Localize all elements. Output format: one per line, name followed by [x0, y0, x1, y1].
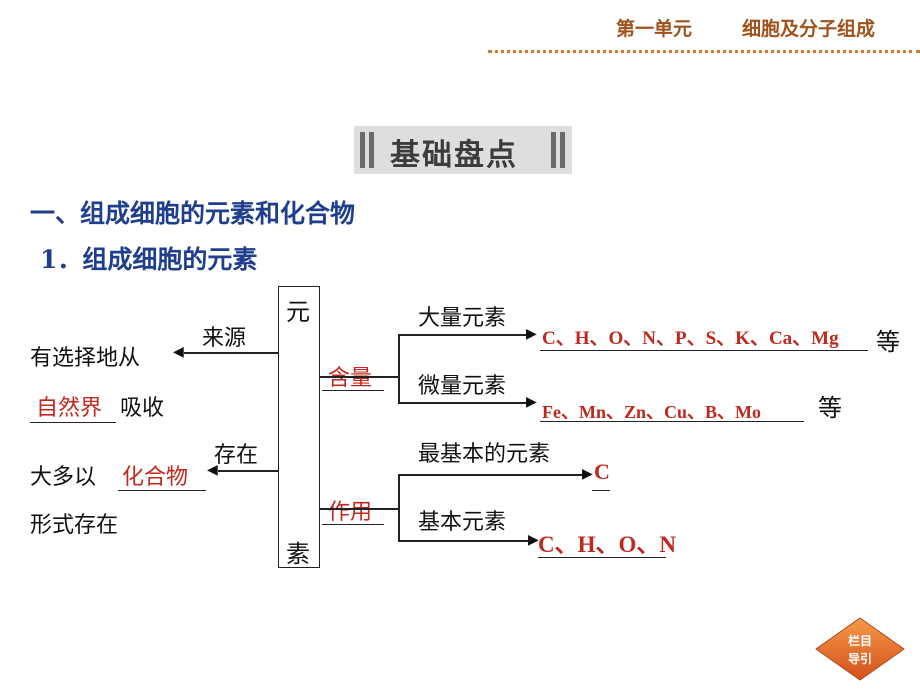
exist-answer: 化合物: [122, 465, 189, 490]
exist-arrow-line: [218, 470, 278, 472]
exist-answer-underline: [118, 490, 206, 491]
content-bracket: [398, 334, 400, 402]
content-label-underline: [322, 390, 384, 391]
nav-diamond-icon: [815, 617, 905, 681]
source-arrow-line: [184, 352, 278, 354]
micro-arrow-line: [398, 402, 528, 404]
function-bracket: [398, 474, 400, 540]
exist-text-2: 形式存在: [30, 513, 119, 538]
source-answer-underline: [30, 422, 116, 423]
content-label: 含量: [328, 366, 373, 391]
banner-title: 基础盘点: [390, 138, 518, 173]
micro-arrowhead-icon: ▶: [526, 394, 537, 410]
micro-suffix: 等: [818, 394, 842, 422]
nav-label-1: 栏目: [848, 634, 873, 648]
section-heading: 一、组成细胞的元素和化合物: [30, 199, 356, 228]
most-basic-answer: C: [594, 459, 610, 484]
content-connector: [320, 376, 398, 378]
exist-text-1: 大多以: [30, 465, 97, 490]
micro-label: 微量元素: [418, 374, 507, 399]
most-basic-arrowhead-icon: ▶: [582, 466, 593, 482]
element-char-bottom: 素: [286, 540, 310, 568]
most-basic-answer-underline: [592, 490, 610, 491]
title-banner: [354, 126, 572, 174]
function-connector: [320, 508, 398, 510]
macro-answer: C、H、O、N、P、S、K、Ca、Mg: [542, 328, 839, 349]
basic-label: 基本元素: [418, 510, 507, 535]
function-label: 作用: [328, 500, 373, 525]
source-text-1: 有选择地从: [30, 346, 141, 371]
nav-guide-button[interactable]: 栏目 导引: [814, 616, 906, 682]
macro-answer-underline: [540, 350, 868, 351]
element-box: [278, 286, 320, 568]
element-char-top: 元: [286, 298, 310, 326]
source-label: 来源: [202, 326, 247, 351]
source-arrowhead-icon: ◀: [173, 344, 184, 360]
macro-arrow-line: [398, 334, 528, 336]
exist-arrowhead-icon: ◀: [207, 462, 218, 478]
macro-arrowhead-icon: ▶: [526, 326, 537, 342]
micro-answer: Fe、Mn、Zn、Cu、B、Mo: [542, 402, 762, 422]
basic-answer-underline: [538, 557, 666, 558]
most-basic-arrow-line: [398, 474, 584, 476]
basic-answer: C、H、O、N: [538, 532, 676, 557]
topic-title: 细胞及分子组成: [742, 18, 876, 40]
source-answer: 自然界: [36, 396, 103, 421]
macro-suffix: 等: [876, 328, 900, 356]
exist-label: 存在: [214, 443, 259, 468]
basic-arrow-line: [398, 540, 530, 542]
function-label-underline: [322, 524, 384, 525]
micro-answer-underline: [540, 421, 804, 422]
header-divider: [488, 50, 920, 53]
subsection-heading: 1．组成细胞的元素: [40, 245, 258, 274]
source-text-2: 吸收: [120, 396, 165, 421]
unit-title: 第一单元: [616, 18, 693, 40]
nav-label-2: 导引: [848, 652, 873, 666]
macro-label: 大量元素: [418, 306, 507, 331]
most-basic-label: 最基本的元素: [418, 442, 551, 467]
basic-arrowhead-icon: ▶: [528, 532, 539, 548]
